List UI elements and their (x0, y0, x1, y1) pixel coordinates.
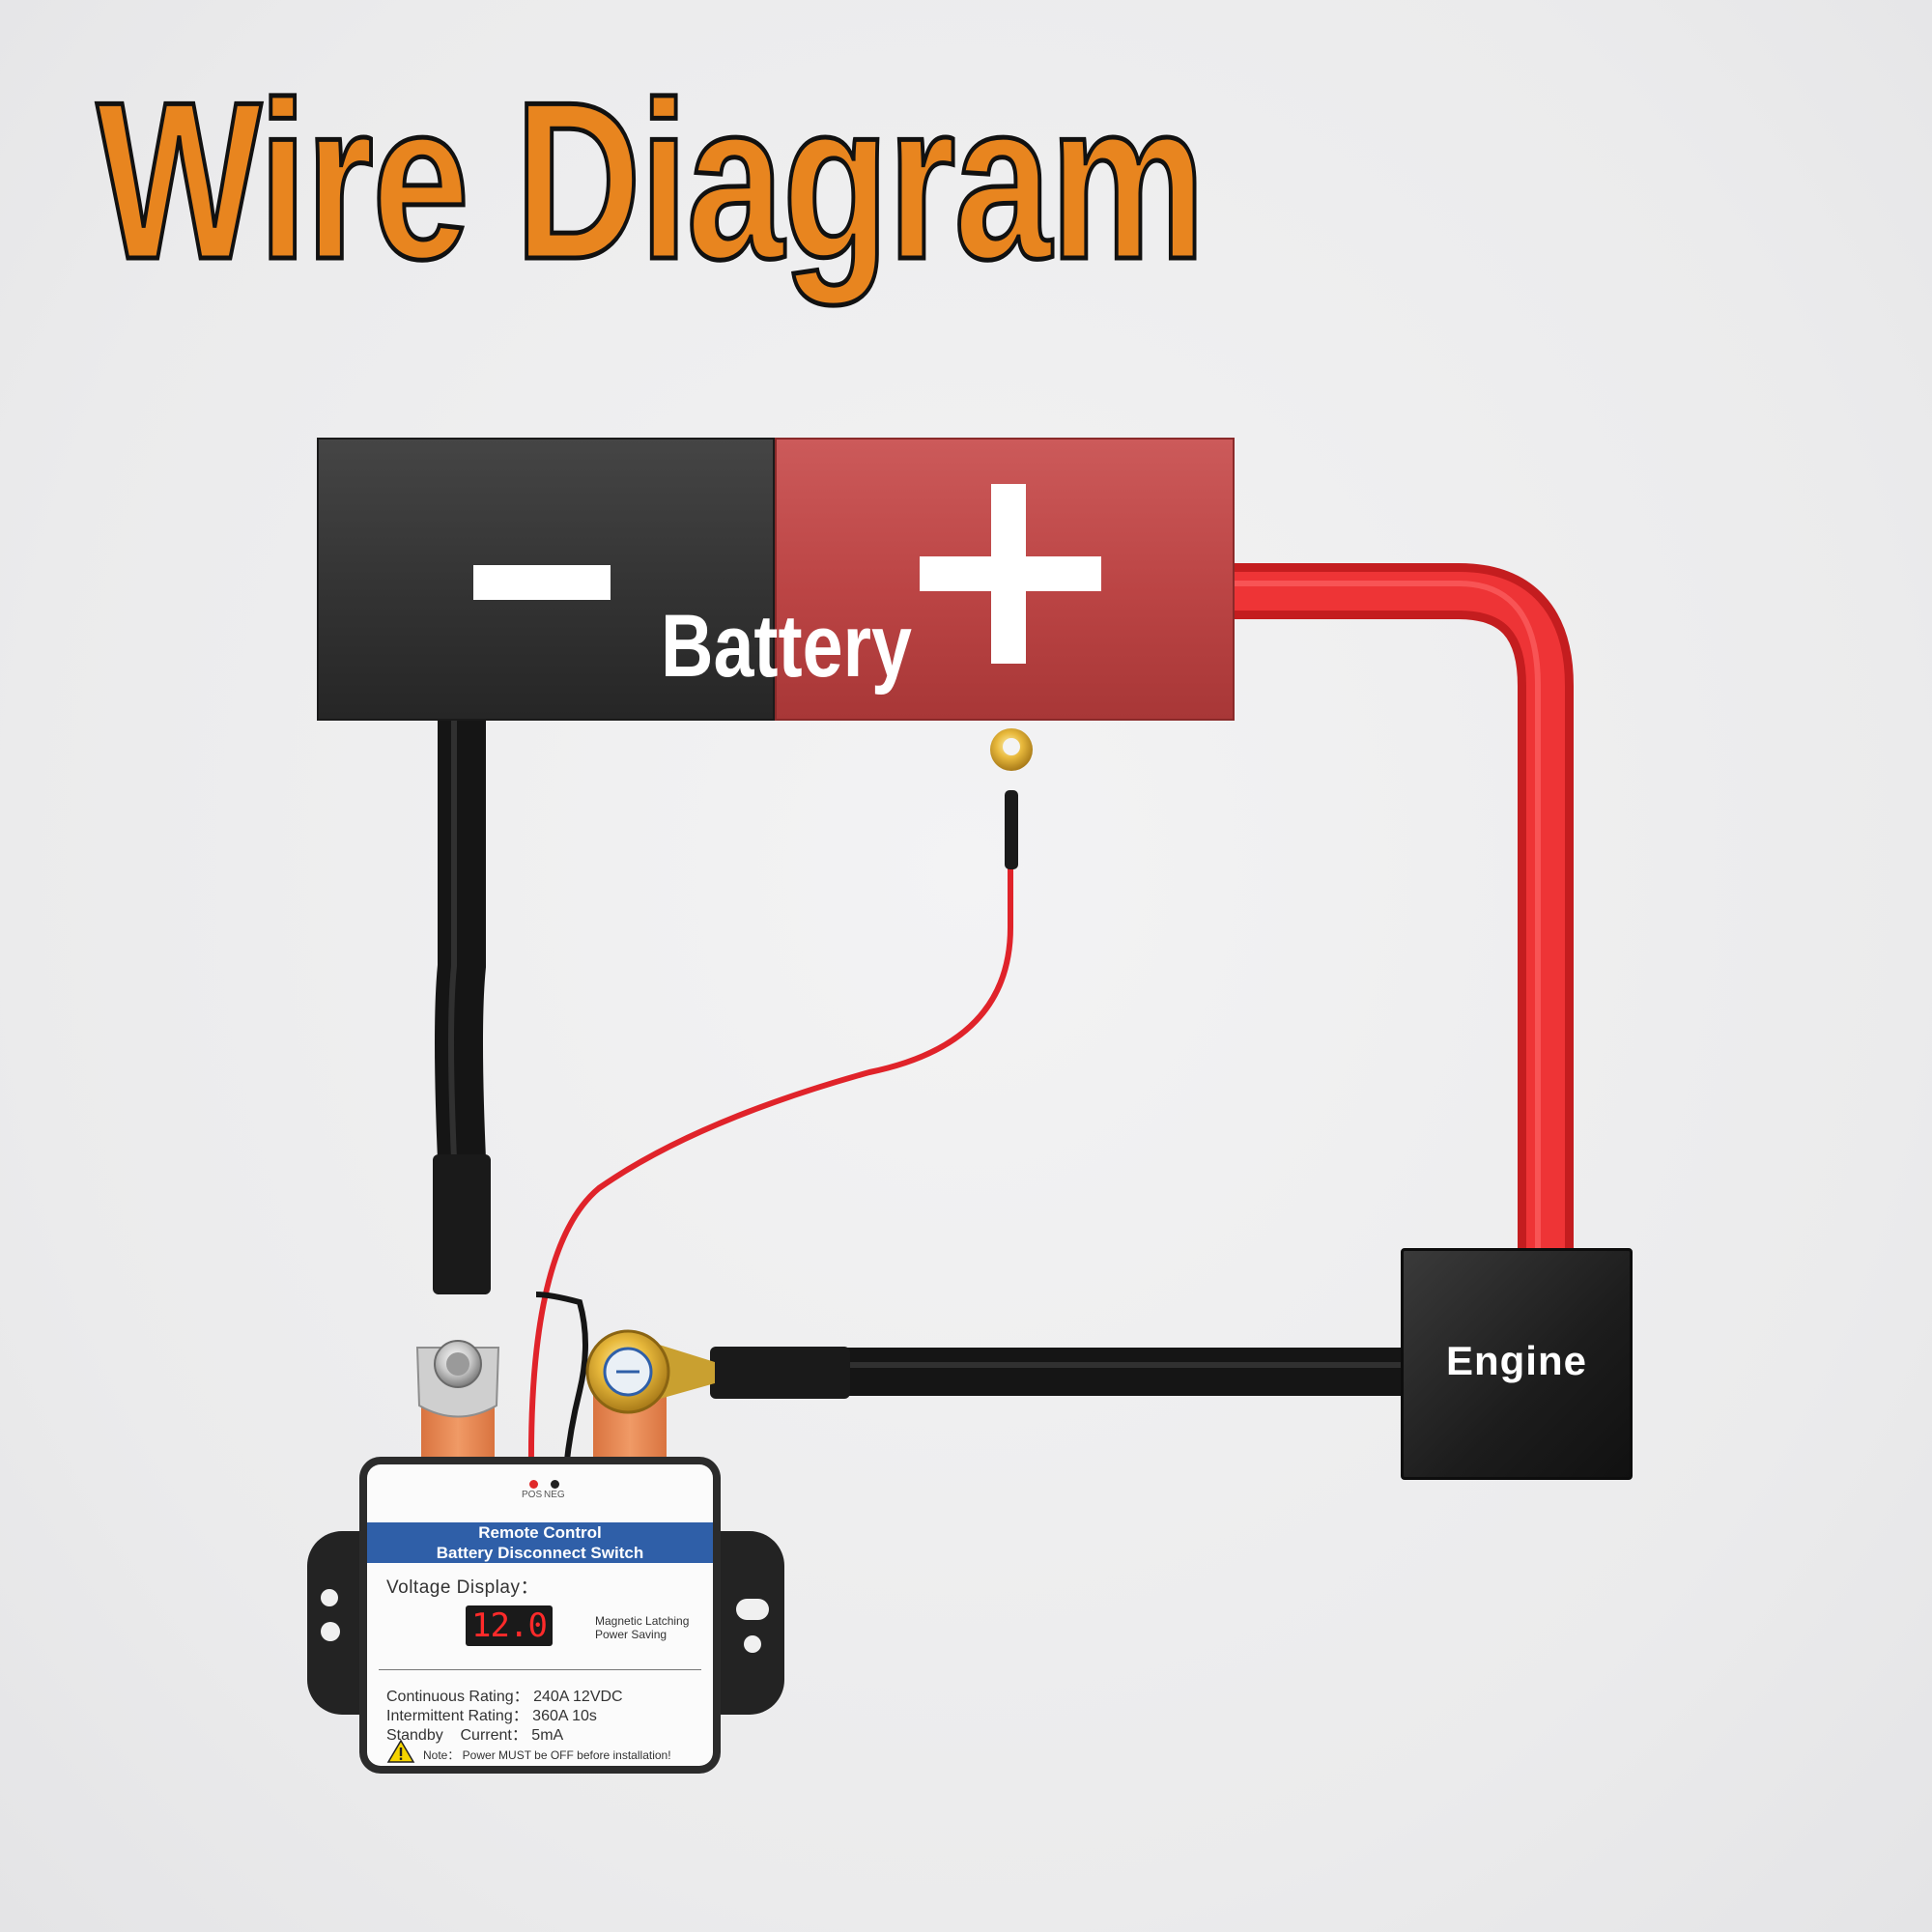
page-title: Wire Diagram (95, 56, 1208, 306)
mounting-hole (744, 1635, 761, 1653)
engine: Engine (1401, 1248, 1633, 1480)
warning-icon (386, 1739, 415, 1763)
voltage-readout: 12.0 (466, 1605, 553, 1646)
battery-label: Battery (661, 597, 912, 696)
heat-shrink-sleeve (710, 1347, 850, 1399)
heat-shrink-sleeve (433, 1154, 491, 1294)
battery-negative-terminal (317, 438, 775, 721)
divider (379, 1669, 701, 1670)
installation-note: Note： Power MUST be OFF before installat… (423, 1748, 671, 1762)
battery: Battery (317, 438, 1235, 721)
minus-icon (473, 565, 611, 600)
engine-label: Engine (1445, 1338, 1587, 1383)
switch-header: Remote Control Battery Disconnect Switch (367, 1522, 713, 1563)
spec-continuous-rating: Continuous Rating： 240A 12VDC (386, 1689, 623, 1705)
mounting-hole (321, 1589, 338, 1606)
pos-indicator-label: POS (522, 1490, 543, 1500)
neg-indicator-label: NEG (544, 1490, 565, 1500)
battery-disconnect-switch: POS NEG Remote Control Battery Disconnec… (359, 1457, 721, 1774)
battery-positive-terminal (775, 438, 1235, 721)
spec-intermittent-rating: Intermittent Rating： 360A 10s (386, 1708, 597, 1724)
ground-wire (535, 1292, 588, 1469)
switch-header-line1: Remote Control (478, 1523, 602, 1542)
voltage-display-label: Voltage Display： (386, 1577, 539, 1598)
switch-label-card: POS NEG Remote Control Battery Disconnec… (367, 1464, 713, 1766)
negative-cable (435, 721, 486, 1294)
switch-header-line2: Battery Disconnect Switch (436, 1544, 644, 1562)
pos-indicator-led (529, 1480, 538, 1489)
feature-text: Magnetic Latching (595, 1614, 690, 1628)
feature-text: Power Saving (595, 1628, 668, 1641)
plus-icon-bar (920, 556, 1101, 591)
mounting-hole (321, 1622, 340, 1641)
mounting-hole (736, 1599, 769, 1620)
control-wire (527, 831, 1013, 1469)
neg-indicator-led (551, 1480, 559, 1489)
positive-cable (1235, 563, 1574, 1252)
spec-standby-current: Standby Current： 5mA (386, 1727, 564, 1744)
